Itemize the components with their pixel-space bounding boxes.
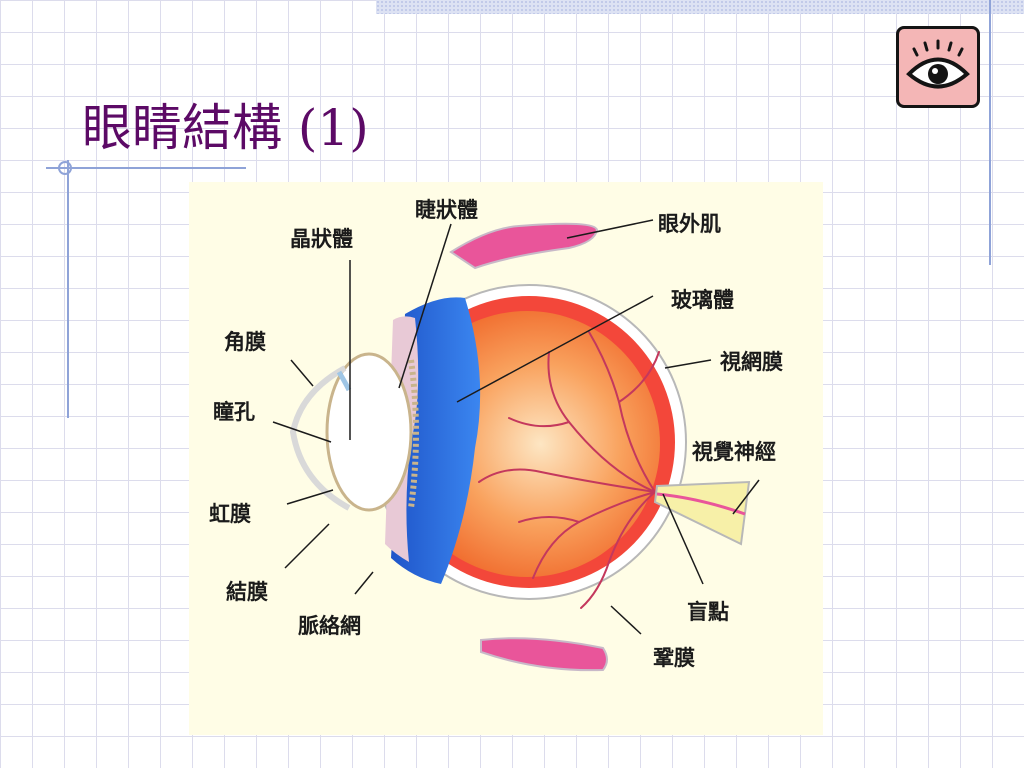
extraocular-muscle-shapes <box>449 222 608 672</box>
right-decorative-line <box>989 0 991 265</box>
label-iris: 虹膜 <box>209 502 251 526</box>
label-cornea: 角膜 <box>224 330 266 354</box>
label-optic-nerve: 視覺神經 <box>692 440 776 464</box>
label-retina: 視網膜 <box>720 350 783 374</box>
decorative-ring <box>58 161 72 175</box>
left-decorative-line <box>67 160 69 418</box>
eyeball-cross-section-diagram <box>272 219 760 672</box>
label-choroid: 脈絡網 <box>298 614 361 638</box>
title-underline <box>46 167 246 169</box>
label-vitreous-body: 玻璃體 <box>671 288 734 312</box>
label-lens: 晶狀體 <box>290 227 353 251</box>
label-sclera: 鞏膜 <box>653 646 695 670</box>
label-pupil: 瞳孔 <box>213 400 255 424</box>
top-decorative-band <box>376 0 1024 14</box>
slide-title: 眼睛結構 (1) <box>82 99 369 157</box>
eye-icon-badge <box>896 26 980 108</box>
label-conjunctiva: 結膜 <box>226 580 268 604</box>
label-extraocular-muscle: 眼外肌 <box>658 212 721 236</box>
eye-icon <box>906 39 970 89</box>
label-blind-spot: 盲點 <box>687 600 729 624</box>
eye-diagram: 晶狀體 睫狀體 眼外肌 玻璃體 視網膜 視覺神經 角膜 瞳孔 虹膜 結膜 脈絡網… <box>189 182 823 735</box>
label-ciliary-body: 睫狀體 <box>415 198 478 222</box>
